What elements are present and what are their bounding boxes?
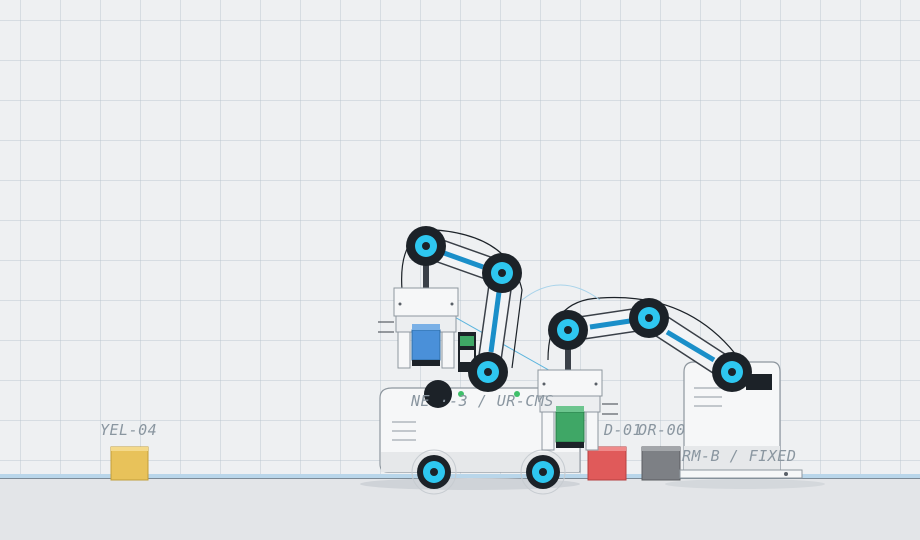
fixed-robot-shadow xyxy=(665,479,825,489)
conveyor-rail xyxy=(0,474,920,478)
mobile-joint-shoulder[interactable] xyxy=(406,226,446,266)
block-red[interactable] xyxy=(587,446,627,481)
mobile-gripper[interactable] xyxy=(378,287,476,372)
wheel-right xyxy=(520,449,566,495)
fixed-joint-elbow[interactable] xyxy=(629,298,669,338)
mobile-joint-elbow[interactable] xyxy=(482,253,522,293)
mobile-robot-shadow xyxy=(360,478,580,490)
block-yellow[interactable] xyxy=(110,446,149,481)
block-label-gray: OR-00 xyxy=(638,421,686,439)
fixed-joint-wrist[interactable] xyxy=(548,310,588,350)
fixed-robot-base[interactable] xyxy=(679,361,803,479)
block-label-yellow: YEL-04 xyxy=(100,421,158,439)
fixed-robot-label: RM-B / FIXED xyxy=(682,447,797,465)
mobile-joint-base[interactable] xyxy=(468,352,508,392)
fixed-gripper[interactable] xyxy=(537,369,618,451)
fixed-joint-base[interactable] xyxy=(712,352,752,392)
block-gray[interactable] xyxy=(641,446,681,481)
mobile-robot-label: NE ·-3 / UR-CMS xyxy=(411,392,554,410)
block-label-red: D-01 xyxy=(604,421,643,439)
wheel-left xyxy=(411,449,457,495)
trajectory-arc xyxy=(521,284,601,301)
